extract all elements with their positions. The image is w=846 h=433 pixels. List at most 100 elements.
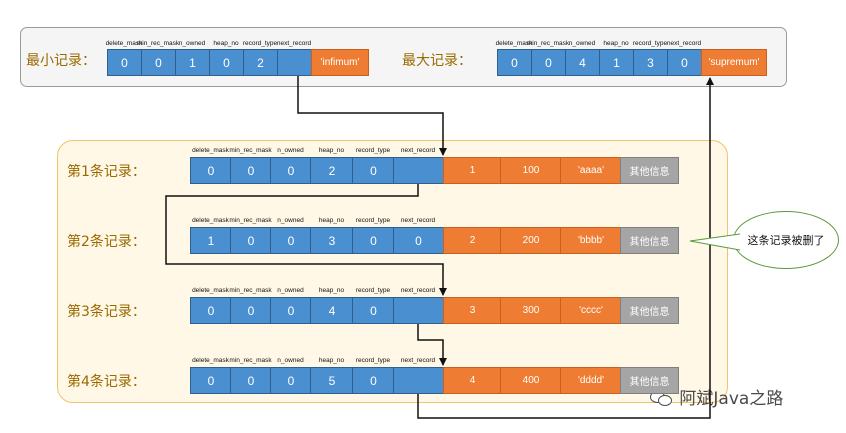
record-3-header-heap_no: heap_no [318,287,345,294]
max-record-heap_no: 1 [599,49,634,76]
record-3-header-n_owned: n_owned [277,287,304,294]
record-1-min_rec_mask: 0 [230,157,272,184]
record-2-record_type: 0 [352,227,395,254]
record-2-delete_mask: 1 [190,227,232,254]
record-1-header-record_type: record_type [355,147,391,154]
record-1-n_owned: 0 [270,157,312,184]
max-record-header-next_record: next_record [666,40,702,47]
record-3-data-1: 300 [500,297,562,324]
record-3-heap_no: 4 [310,297,354,324]
record-4-min_rec_mask: 0 [230,367,272,394]
min-record-label: 最小记录： [26,53,96,69]
max-record-label: 最大记录： [402,53,472,69]
record-3-label: 第3条记录： [67,304,146,320]
record-2-data-1: 200 [500,227,562,254]
record-2-header-heap_no: heap_no [318,217,345,224]
record-4-record_type: 0 [352,367,395,394]
max-record-header-min_rec_mask: min_rec_mask [526,40,570,47]
min-record-record_type: 2 [243,49,278,76]
record-3-n_owned: 0 [270,297,312,324]
min-record-n_owned: 1 [175,49,210,76]
max-record-header-delete_mask: delete_mask [495,40,533,47]
watermark-text: 阿斌Java之路 [679,389,784,409]
record-3-header-min_rec_mask: min_rec_mask [229,287,272,294]
record-4-n_owned: 0 [270,367,312,394]
record-4-heap_no: 5 [310,367,354,394]
record-4-data-3: 其他信息 [620,367,679,394]
record-4-header-n_owned: n_owned [277,357,304,364]
record-3-next-pointer [417,310,447,366]
deleted-callout-text: 这条记录被删了 [747,234,825,247]
record-4-header-delete_mask: delete_mask [192,357,229,364]
max-record-next_record: 0 [667,49,702,76]
record-4-data-2: 'dddd' [560,367,622,394]
min-record-header-n_owned: n_owned [178,40,206,47]
min-record-next_record [277,49,312,76]
record-3-data-0: 3 [443,297,502,324]
record-3-header-record_type: record_type [355,287,391,294]
record-2-header-delete_mask: delete_mask [192,217,229,224]
record-2-data-2: 'bbbb' [560,227,622,254]
record-1-heap_no: 2 [310,157,354,184]
min-record-header-next_record: next_record [276,40,312,47]
deleted-callout: 这条记录被删了 [733,211,839,269]
max-record-min_rec_mask: 0 [531,49,566,76]
record-2-data-3: 其他信息 [620,227,679,254]
wechat-icon [650,389,674,407]
min-record-header-heap_no: heap_no [213,40,239,47]
record-1-header-delete_mask: delete_mask [192,147,229,154]
min-record-header-record_type: record_type [242,40,278,47]
record-1-header-min_rec_mask: min_rec_mask [229,147,272,154]
infimum-next-pointer [297,62,447,156]
record-1-header-next_record: next_record [400,147,436,154]
min-record-delete_mask: 0 [107,49,142,76]
record-4-header-heap_no: heap_no [318,357,345,364]
min-record-header-delete_mask: delete_mask [105,40,143,47]
record-4-next_record [393,367,444,394]
min-record-min_rec_mask: 0 [141,49,176,76]
record-2-header-min_rec_mask: min_rec_mask [229,217,272,224]
record-1-data-3: 其他信息 [620,157,679,184]
record-2-min_rec_mask: 0 [230,227,272,254]
record-4-header-record_type: record_type [355,357,391,364]
record-4-header-next_record: next_record [400,357,436,364]
record-1-data-0: 1 [443,157,502,184]
record-1-next-pointer [165,170,447,296]
max-record-record_type: 3 [633,49,668,76]
min-record-payload: 'infimum' [311,49,369,76]
record-3-header-delete_mask: delete_mask [192,287,229,294]
record-4-data-0: 4 [443,367,502,394]
record-2-n_owned: 0 [270,227,312,254]
record-2-header-n_owned: n_owned [277,217,304,224]
record-1-data-2: 'aaaa' [560,157,622,184]
record-1-record_type: 0 [352,157,395,184]
record-2-heap_no: 3 [310,227,354,254]
record-3-min_rec_mask: 0 [230,297,272,324]
max-record-header-n_owned: n_owned [568,40,596,47]
watermark: 阿斌Java之路 [650,384,783,409]
max-record-payload: 'supremum' [701,49,767,76]
deleted-callout-tail [689,233,741,251]
min-record-heap_no: 0 [209,49,244,76]
record-2-header-next_record: next_record [400,217,436,224]
record-3-header-next_record: next_record [400,287,436,294]
min-record-header-min_rec_mask: min_rec_mask [136,40,180,47]
record-3-next_record [393,297,444,324]
max-record-delete_mask: 0 [497,49,532,76]
max-record-header-heap_no: heap_no [603,40,629,47]
record-3-delete_mask: 0 [190,297,232,324]
record-3-data-3: 其他信息 [620,297,679,324]
record-1-delete_mask: 0 [190,157,232,184]
record-1-next_record [393,157,444,184]
record-4-delete_mask: 0 [190,367,232,394]
record-2-header-record_type: record_type [355,217,391,224]
max-record-header-record_type: record_type [632,40,668,47]
record-3-data-2: 'cccc' [560,297,622,324]
record-4-data-1: 400 [500,367,562,394]
record-1-header-heap_no: heap_no [318,147,345,154]
record-3-record_type: 0 [352,297,395,324]
record-1-header-n_owned: n_owned [277,147,304,154]
max-record-n_owned: 4 [565,49,600,76]
record-1-data-1: 100 [500,157,562,184]
record-2-next_record: 0 [393,227,444,254]
